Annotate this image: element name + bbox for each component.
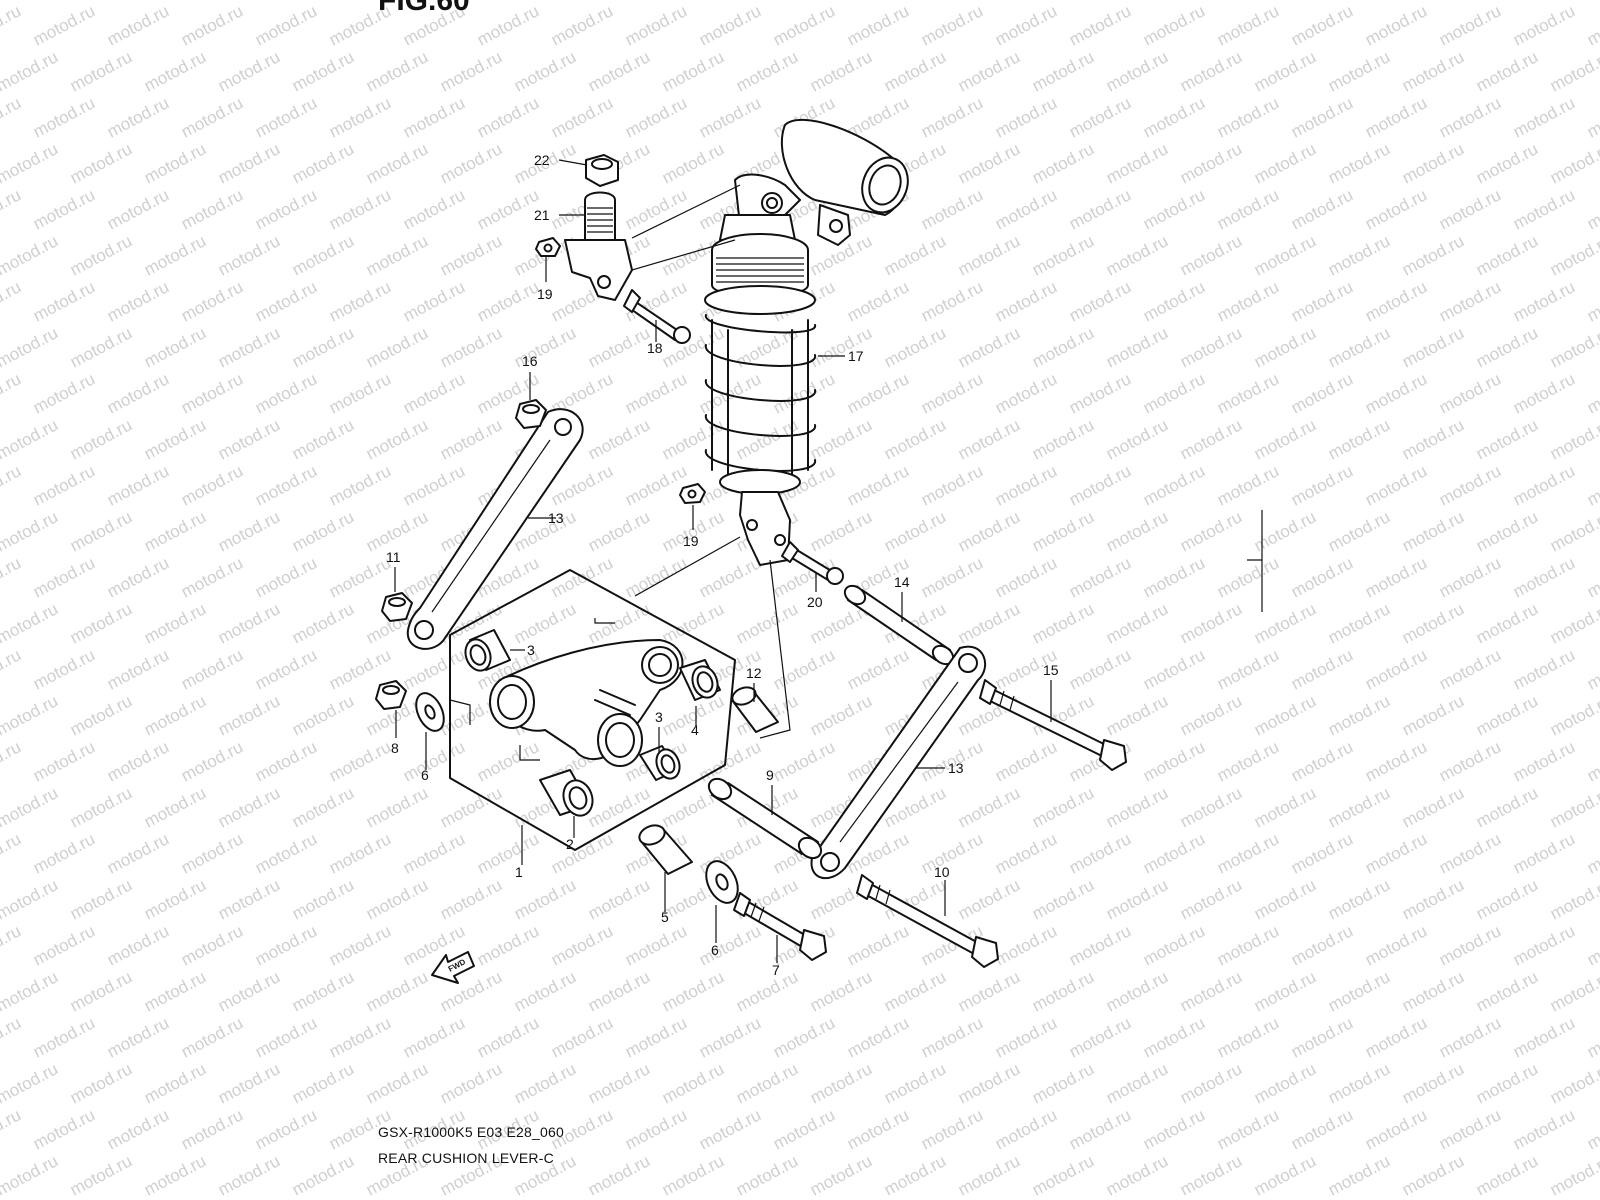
nut-11 — [381, 592, 413, 622]
callout-3-upper: 3 — [527, 642, 535, 658]
bolt-20 — [781, 541, 844, 585]
model-code-caption: GSX-R1000K5 E03 E28_060 — [378, 1124, 564, 1140]
bolt-10 — [856, 874, 999, 968]
bolt-18 — [623, 289, 691, 344]
callout-5: 5 — [661, 909, 669, 925]
washer-6-left — [415, 692, 445, 732]
callout-13-lower: 13 — [948, 760, 964, 776]
collar-12 — [731, 686, 779, 733]
nut-16 — [515, 399, 547, 429]
assembly-guide-lines — [594, 184, 1263, 739]
shock-mount-bracket — [564, 154, 633, 301]
callout-8: 8 — [391, 740, 399, 756]
collar-5 — [638, 824, 693, 875]
callout-19-upper: 19 — [537, 286, 553, 302]
fwd-arrow-icon: FWD — [431, 951, 475, 984]
nut-19-upper — [535, 237, 561, 257]
callout-4: 4 — [691, 722, 699, 738]
bolt-15 — [979, 679, 1127, 771]
callout-13-upper: 13 — [548, 510, 564, 526]
cushion-rod-13-upper — [406, 408, 584, 650]
nut-19-lower — [679, 483, 706, 504]
callout-1: 1 — [515, 864, 523, 880]
callout-22: 22 — [534, 152, 550, 168]
figure-title: FIG.60 — [378, 0, 470, 17]
callout-6-right: 6 — [711, 942, 719, 958]
bolt-7 — [733, 892, 827, 961]
cushion-rod-13-lower — [810, 645, 987, 880]
callout-12: 12 — [746, 665, 762, 681]
callout-21: 21 — [534, 207, 550, 223]
callout-18: 18 — [647, 340, 663, 356]
callout-9: 9 — [766, 767, 774, 783]
callout-2: 2 — [566, 836, 574, 852]
callout-labels: 22 21 19 18 16 17 19 20 11 13 3 14 12 15… — [386, 152, 1059, 978]
spacer-14 — [843, 584, 955, 666]
callout-11: 11 — [386, 549, 401, 565]
washer-6-right — [705, 860, 739, 904]
callout-10: 10 — [934, 864, 950, 880]
callout-19-lower: 19 — [683, 533, 699, 549]
section-name-caption: REAR CUSHION LEVER-C — [378, 1150, 554, 1166]
callout-16: 16 — [522, 353, 538, 369]
rear-shock-absorber — [704, 118, 909, 566]
spacer-9 — [707, 777, 823, 860]
cushion-lever-assembly — [449, 569, 736, 851]
callout-15: 15 — [1043, 662, 1059, 678]
nut-8 — [375, 680, 407, 710]
callout-20: 20 — [807, 594, 823, 610]
callout-14: 14 — [894, 574, 910, 590]
callout-17: 17 — [848, 348, 864, 364]
callout-3-lower: 3 — [655, 709, 663, 725]
callout-7: 7 — [772, 962, 780, 978]
leader-lines — [394, 159, 1052, 963]
callout-6-left: 6 — [421, 767, 429, 783]
